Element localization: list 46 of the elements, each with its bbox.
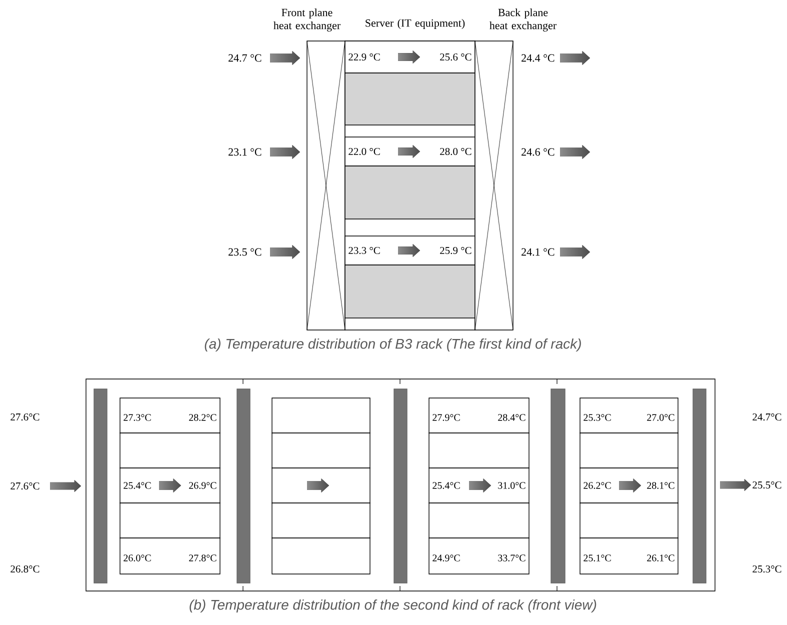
heat-exchanger-bar (94, 388, 108, 584)
server-slot (272, 468, 370, 504)
server-slot (120, 432, 220, 468)
server-block (344, 72, 476, 126)
server-slot: 23.3 °C 25.9 °C (344, 236, 476, 266)
server-slot: 25.1°C 26.1°C (580, 538, 678, 574)
caption: (a) Temperature distribution of B3 rack (The first kind of rack) (204, 338, 581, 352)
server-slot (272, 398, 370, 434)
temperature-label: 27.6°C (10, 482, 40, 490)
server-slot (272, 538, 370, 574)
temperature-label: 25.5°C (752, 481, 782, 489)
temperature-label: 27.6°C (10, 413, 40, 421)
heat-exchanger-panel: Front plane heat exchanger (274, 8, 346, 330)
server-slot (428, 432, 530, 468)
node-label: Back plane heat exchanger (490, 8, 556, 32)
server-slot: 25.4°C 26.9°C (120, 468, 220, 504)
heat-exchanger-bar (550, 388, 566, 584)
heat-exchanger-bar (692, 388, 706, 584)
temperature-label: 23.5 °C (228, 248, 262, 256)
server-slot: 27.3°C 28.2°C (120, 398, 220, 434)
server-slot: 24.9°C 33.7°C (428, 538, 530, 574)
server-slot: 26.2°C 28.1°C (580, 468, 678, 504)
server-slot: 25.3°C 27.0°C (580, 398, 678, 434)
server-slot (580, 432, 678, 468)
heat-exchanger-bar (394, 388, 408, 584)
server-slot (120, 502, 220, 538)
temperature-label: 24.7°C (752, 413, 782, 421)
temperature-label: 24.7 °C (228, 54, 262, 62)
temperature-label: 26.8°C (10, 565, 40, 573)
server-slot (580, 502, 678, 538)
heat-exchanger-bar (236, 388, 250, 584)
server-slot (272, 502, 370, 538)
server-slot: 22.0 °C 28.0 °C (344, 136, 476, 166)
server-slot: 25.4°C 31.0°C (428, 468, 530, 504)
node-label: Front plane heat exchanger (274, 8, 340, 32)
server-slot (428, 502, 530, 538)
server-slot: 27.9°C 28.4°C (428, 398, 530, 434)
server-slot: 22.9 °C 25.6 °C (344, 40, 476, 74)
caption: (b) Temperature distribution of the second kind of rack (front view) (190, 599, 596, 613)
temperature-label: 25.3°C (752, 565, 782, 573)
server-block (344, 264, 476, 318)
server-slot: 26.0°C 27.8°C (120, 538, 220, 574)
server-slot (272, 432, 370, 468)
temperature-label: 23.1 °C (228, 148, 262, 156)
node-label: Server (IT equipment) (366, 19, 465, 29)
server-block (344, 166, 476, 220)
